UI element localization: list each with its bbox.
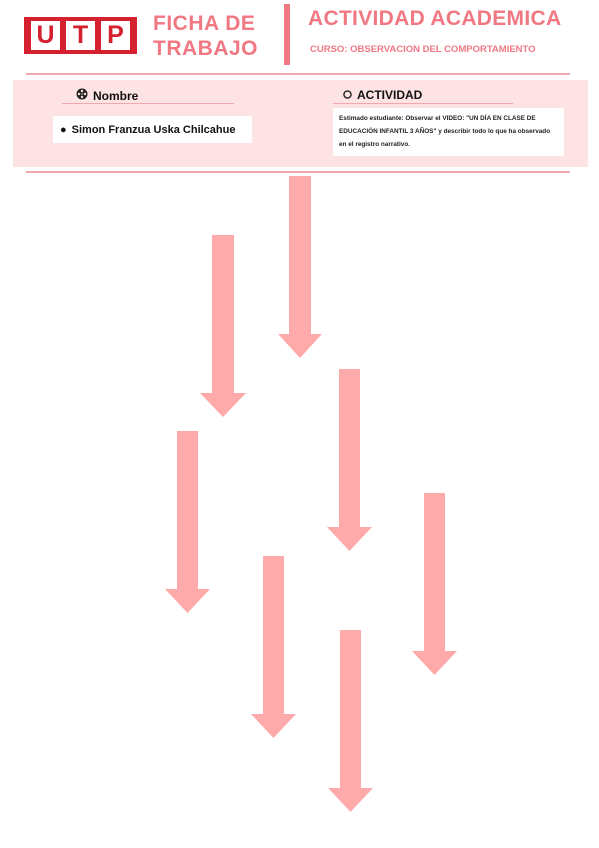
down-arrow-icon xyxy=(412,493,457,675)
activity-label-text: ACTIVIDAD xyxy=(357,88,423,102)
bullet-icon: ● xyxy=(60,123,67,136)
down-arrow-icon xyxy=(328,630,373,812)
film-reel-icon xyxy=(76,88,88,103)
top-divider-line xyxy=(26,73,570,75)
logo-letter-t: T xyxy=(66,21,95,50)
name-value-box: ● Simon Franzua Uska Chilcahue xyxy=(53,116,252,143)
down-arrow-icon xyxy=(278,176,322,358)
down-arrow-icon xyxy=(327,369,372,551)
activity-label-underline xyxy=(333,103,513,104)
activity-description: Estimado estudiante: Observar el VIDEO: … xyxy=(339,115,551,148)
name-label-underline xyxy=(62,103,234,104)
circle-icon xyxy=(343,88,352,102)
bottom-divider-line xyxy=(26,171,570,173)
header-divider xyxy=(284,4,290,65)
name-value: Simon Franzua Uska Chilcahue xyxy=(71,123,236,136)
name-label-text: Nombre xyxy=(93,88,139,103)
course-subtitle: CURSO: OBSERVACION DEL COMPORTAMIENTO xyxy=(310,44,536,55)
logo-letter-u: U xyxy=(31,21,60,50)
utp-logo: U T P xyxy=(24,17,137,54)
logo-letter-p: P xyxy=(101,21,130,50)
ficha-line-1: FICHA DE xyxy=(153,12,256,35)
ficha-line-2: TRABAJO xyxy=(153,37,259,60)
down-arrow-icon xyxy=(200,235,246,417)
ficha-title: FICHA DE TRABAJO xyxy=(153,11,258,61)
down-arrow-icon xyxy=(165,431,210,613)
activity-label: ACTIVIDAD xyxy=(343,88,422,102)
down-arrow-icon xyxy=(251,556,296,738)
activity-description-box: Estimado estudiante: Observar el VIDEO: … xyxy=(333,108,564,156)
name-label: Nombre xyxy=(76,88,138,103)
activity-title: ACTIVIDAD ACADEMICA xyxy=(308,7,562,30)
